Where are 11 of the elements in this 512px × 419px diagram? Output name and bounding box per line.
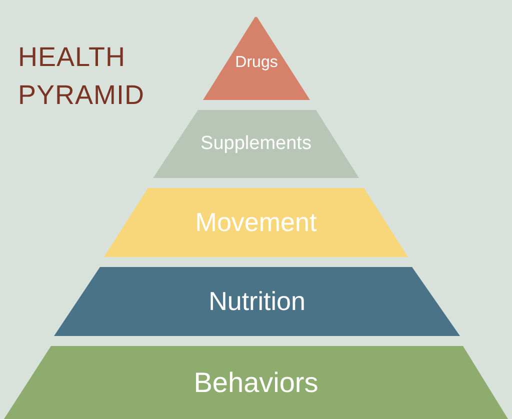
- pyramid-tier: [4, 346, 508, 419]
- title: HEALTH PYRAMID: [18, 41, 146, 112]
- pyramid-tier: [153, 110, 359, 178]
- tier-label: Supplements: [200, 132, 312, 156]
- pyramid-tier: [104, 188, 408, 257]
- tier-label: Behaviors: [194, 366, 318, 400]
- tier-label: Drugs: [235, 53, 278, 72]
- tier-label: Nutrition: [208, 286, 306, 318]
- pyramid-tier: [54, 267, 460, 336]
- pyramid-tier: [203, 17, 310, 100]
- tier-label: Movement: [195, 206, 317, 238]
